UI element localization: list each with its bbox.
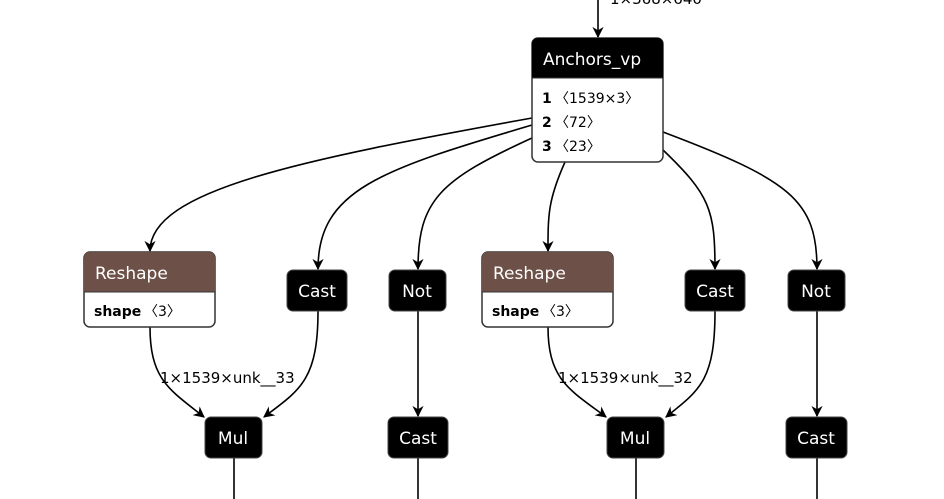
node-title: Cast (399, 429, 437, 449)
node-title: Reshape (493, 264, 566, 284)
node-title: Mul (218, 429, 248, 449)
node-cast-2[interactable]: Cast (684, 269, 746, 312)
node-title: Cast (797, 429, 835, 449)
node-cast-1[interactable]: Cast (286, 269, 348, 312)
node-not-1[interactable]: Not (388, 269, 447, 312)
output-index: 2 (542, 115, 552, 131)
node-mul-2[interactable]: Mul (606, 416, 665, 459)
attr-name: shape (492, 304, 539, 320)
output-index: 3 (542, 139, 552, 155)
edge-reshape2-mul2 (547, 326, 607, 418)
node-anchors-vp[interactable]: Anchors_vp 1 〈1539×3〉 2 〈72〉 3 〈23〉 (531, 37, 664, 163)
node-not-2[interactable]: Not (787, 269, 846, 312)
node-mul-1[interactable]: Mul (204, 416, 263, 459)
edges: 1×368×640 1×1539×unk__33 1×1539×unk__32 (144, 0, 823, 499)
node-cast-4[interactable]: Cast (785, 416, 848, 459)
edge-cast1-mul1 (263, 310, 319, 418)
edge-reshape1-mul1 (149, 326, 205, 418)
node-title: Reshape (95, 264, 168, 284)
node-title: Mul (620, 429, 650, 449)
node-reshape-2[interactable]: Reshape shape 〈3〉 (481, 251, 614, 328)
output-shape: 〈72〉 (555, 115, 601, 131)
attr-value: 〈3〉 (542, 304, 579, 320)
output-shape: 〈23〉 (555, 139, 601, 155)
attr-name: shape (94, 304, 141, 320)
edge-anchors-cast1 (312, 124, 533, 271)
node-cast-3[interactable]: Cast (387, 416, 449, 459)
output-shape: 〈1539×3〉 (555, 91, 639, 107)
node-title: Cast (696, 282, 734, 302)
attr-value: 〈3〉 (144, 304, 181, 320)
output-index: 1 (542, 91, 552, 107)
node-title: Not (801, 282, 831, 302)
node-reshape-1[interactable]: Reshape shape 〈3〉 (83, 251, 216, 328)
edge-anchors-cast2 (662, 149, 721, 271)
edge-anchors-not2 (662, 131, 823, 271)
node-title: Cast (298, 282, 336, 302)
node-title: Not (402, 282, 432, 302)
node-title: Anchors_vp (543, 50, 641, 70)
edge-anchors-reshape1 (144, 117, 533, 253)
edge-anchors-reshape2 (542, 161, 566, 253)
edge-label-input: 1×368×640 (610, 0, 702, 8)
edge-cast2-mul2 (665, 310, 716, 418)
edge-label-2: 1×1539×unk__32 (558, 369, 693, 388)
edge-anchors-not1 (412, 137, 533, 271)
edge-label-1: 1×1539×unk__33 (160, 369, 295, 388)
